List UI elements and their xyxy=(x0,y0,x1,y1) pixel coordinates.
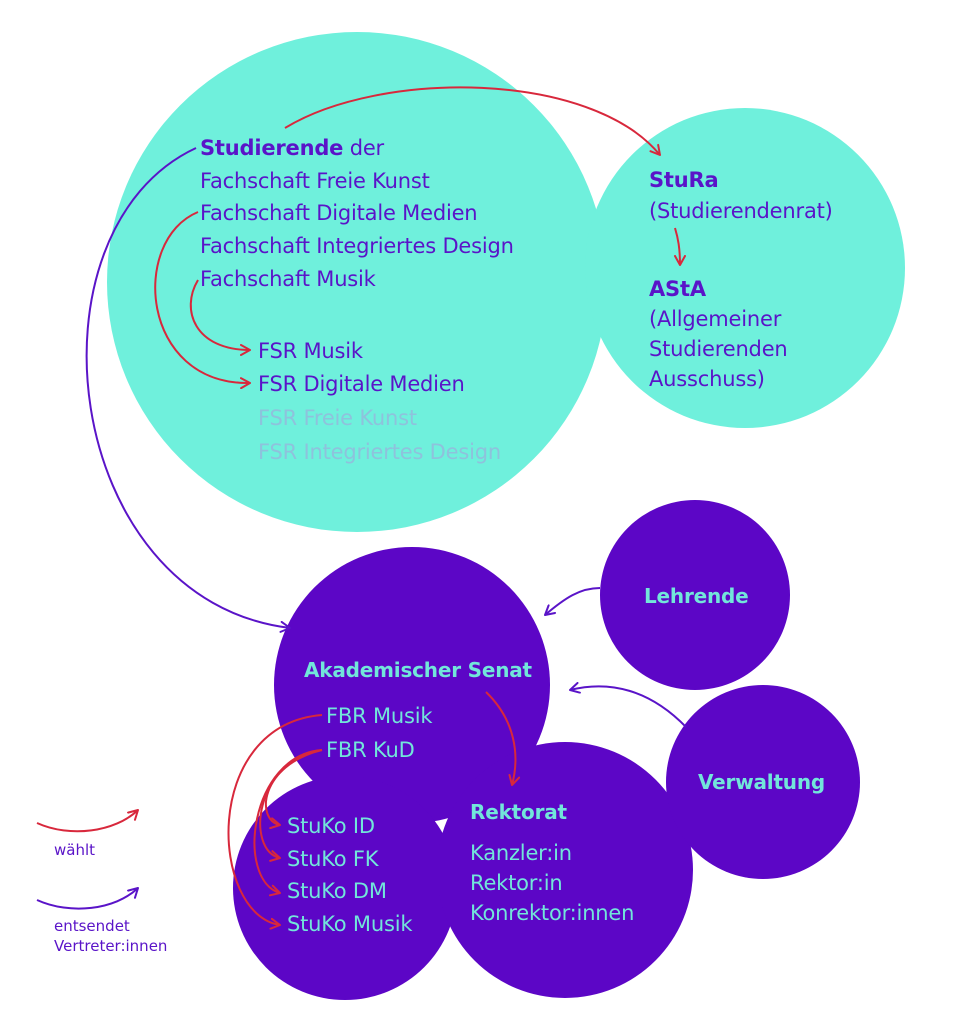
stuko-musik: StuKo Musik xyxy=(287,912,413,936)
asta-subtitle-line-1: (Allgemeiner xyxy=(649,307,782,331)
verwaltung-bubble xyxy=(666,685,860,879)
fsr-integriertes-design: FSR Integriertes Design xyxy=(258,440,501,464)
rektorat-konrektor: Konrektor:innen xyxy=(470,901,635,925)
fsr-musik: FSR Musik xyxy=(258,339,363,363)
rektorat-bubble xyxy=(437,742,693,998)
fachschaft-musik: Fachschaft Musik xyxy=(200,267,376,291)
stuko-fk: StuKo FK xyxy=(287,847,379,871)
legend-red-arrow xyxy=(36,809,139,833)
legend-entsendet-line-1: entsendet xyxy=(54,917,130,935)
asta-subtitle-line-3: Ausschuss) xyxy=(649,367,765,391)
rektorat-rektor: Rektor:in xyxy=(470,871,563,895)
rektorat-kanzler: Kanzler:in xyxy=(470,841,572,865)
studierende-bubble xyxy=(107,32,607,532)
fachschaft-integriertes-design: Fachschaft Integriertes Design xyxy=(200,234,514,258)
arrow-verwaltung-to-senat xyxy=(569,681,687,728)
legend-waehlt: wählt xyxy=(54,841,96,859)
lehrende-label: Lehrende xyxy=(644,584,749,608)
fsr-freie-kunst: FSR Freie Kunst xyxy=(258,406,417,430)
arrow-stura-to-asta xyxy=(673,227,686,266)
rektorat-title: Rektorat xyxy=(470,800,567,824)
stura-asta-bubble xyxy=(585,108,905,428)
fsr-digitale-medien: FSR Digitale Medien xyxy=(258,372,465,396)
asta-title: AStA xyxy=(649,277,706,301)
lehrende-bubble xyxy=(600,500,790,690)
studierende-title: Studierende xyxy=(200,136,344,160)
legend-violet-arrow xyxy=(36,887,139,910)
arrow-lehrende-to-senat xyxy=(544,587,601,616)
arrow-senat-to-rektorat xyxy=(485,691,521,786)
fachschaft-freie-kunst: Fachschaft Freie Kunst xyxy=(200,169,430,193)
stura-title: StuRa xyxy=(649,168,719,192)
arrow-fachschaft-musik-to-fsr xyxy=(189,279,251,356)
arrow-fachschaft-dm-to-fsr xyxy=(154,211,251,390)
fbr-musik: FBR Musik xyxy=(326,704,433,728)
studierende-heading: Studierende der xyxy=(200,138,384,159)
arrow-studierende-to-stura xyxy=(284,86,661,156)
arrow-fbr-musik-to-stuko-musik xyxy=(227,714,323,930)
stuko-bubble xyxy=(233,776,457,1000)
arrow-studierende-to-senat xyxy=(85,147,291,633)
stuko-id: StuKo ID xyxy=(287,814,375,838)
stuko-dm: StuKo DM xyxy=(287,879,387,903)
arrow-fbr-kud-to-stuko-id xyxy=(265,749,323,830)
verwaltung-label: Verwaltung xyxy=(698,770,825,794)
senat-title: Akademischer Senat xyxy=(304,658,532,682)
legend-entsendet-line-2: Vertreter:innen xyxy=(54,937,168,955)
fbr-kud: FBR KuD xyxy=(326,738,415,762)
stura-subtitle: (Studierendenrat) xyxy=(649,199,833,223)
fachschaft-digitale-medien: Fachschaft Digitale Medien xyxy=(200,201,478,225)
senat-bubble xyxy=(274,547,550,823)
studierende-title-rest: der xyxy=(349,136,384,160)
asta-subtitle-line-2: Studierenden xyxy=(649,337,788,361)
